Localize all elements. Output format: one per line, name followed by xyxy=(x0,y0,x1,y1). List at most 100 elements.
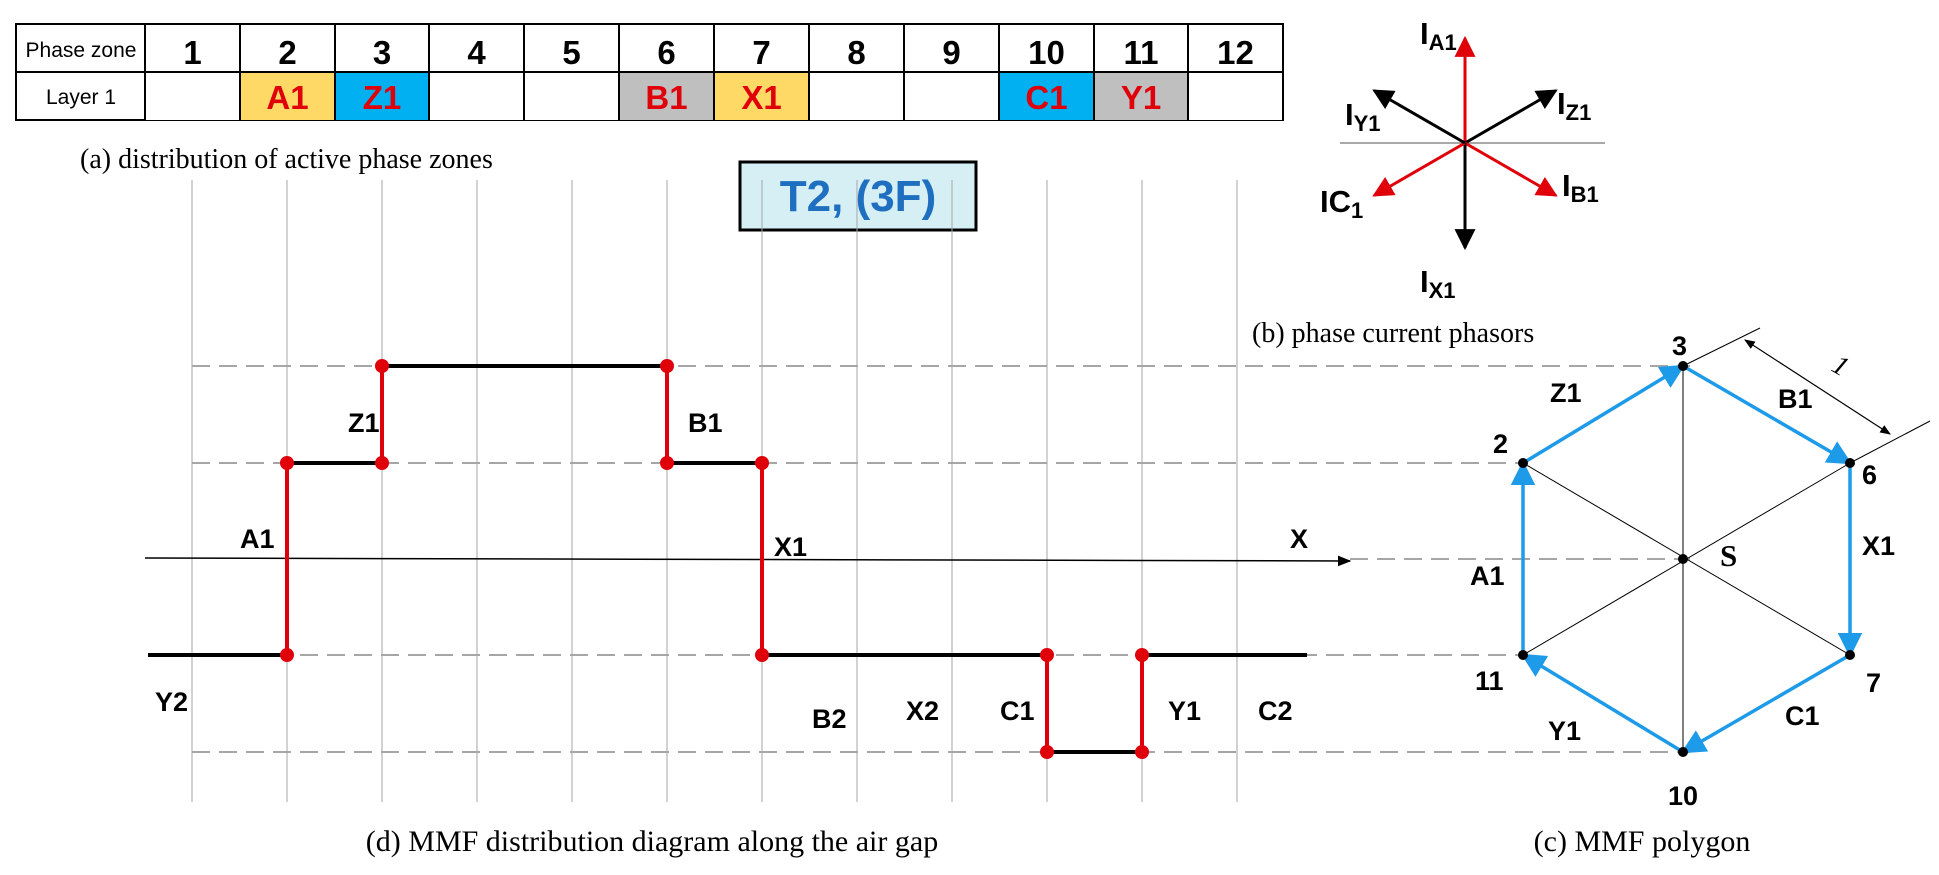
mmf-step-point xyxy=(280,648,294,662)
table-zone-number: 10 xyxy=(1028,34,1065,71)
table-cell-fill xyxy=(145,72,240,120)
phasor-arrow-b1 xyxy=(1464,141,1558,197)
dimension-line xyxy=(1744,339,1891,435)
table-zone-number: 6 xyxy=(657,34,675,71)
phasor-arrow-z1 xyxy=(1464,89,1558,145)
mmf-zone-label: C2 xyxy=(1258,696,1293,726)
mmf-zone-label: C1 xyxy=(1000,696,1035,726)
polygon-vertex-label: 3 xyxy=(1672,331,1687,361)
table-layer1-zone: C1 xyxy=(1025,79,1067,116)
polygon-edge-z1 xyxy=(1522,364,1686,465)
dimension-extension xyxy=(1682,327,1761,367)
polygon-vertex-label: 7 xyxy=(1866,668,1881,698)
phasor-label-z1: IZ1 xyxy=(1557,86,1591,125)
table-cell-fill xyxy=(1094,72,1188,120)
mmf-zone-label: Y1 xyxy=(1168,696,1201,726)
polygon-vertex xyxy=(1678,747,1688,757)
mmf-step-point xyxy=(755,456,769,470)
polygon-vertex xyxy=(1678,361,1688,371)
table-layer1-zone: A1 xyxy=(266,79,308,116)
dimension-label: 1 xyxy=(1827,349,1855,383)
polygon-edge-label: Z1 xyxy=(1550,378,1582,408)
table-layer1-zone: X1 xyxy=(741,79,781,116)
mmf-step-point xyxy=(375,359,389,373)
phasor-arrow-c1 xyxy=(1372,141,1466,197)
table-layer1-zone: Y1 xyxy=(1121,79,1161,116)
mmf-zone-label: X2 xyxy=(906,696,939,726)
table-zone-number: 9 xyxy=(942,34,960,71)
polygon-vertex xyxy=(1845,458,1855,468)
polygon-edge-label: Y1 xyxy=(1548,716,1581,746)
table-cell-fill xyxy=(335,72,429,120)
table-cell-fill xyxy=(240,72,335,120)
table-cell-fill xyxy=(714,72,809,120)
mmf-step-point xyxy=(1135,648,1149,662)
polygon-edge-label: X1 xyxy=(1862,531,1895,561)
polygon-vertex-label: 6 xyxy=(1862,460,1877,490)
phasor-label-a1: IA1 xyxy=(1420,16,1457,55)
dimension-extension xyxy=(1849,420,1931,464)
mmf-step-point xyxy=(1135,745,1149,759)
mmf-step-curve xyxy=(148,359,1307,759)
mmf-step-point xyxy=(375,456,389,470)
caption-b: (b) phase current phasors xyxy=(1252,318,1534,349)
table-cell-fill xyxy=(904,72,999,120)
polygon-center-point xyxy=(1678,554,1688,564)
mmf-zone-label: B1 xyxy=(688,408,723,438)
polygon-vertex-label: 10 xyxy=(1668,781,1698,811)
table-zone-number: 8 xyxy=(847,34,865,71)
table-cell-fill xyxy=(1188,72,1283,120)
polygon-edge-y1 xyxy=(1520,653,1684,754)
polygon-vertex-label: 2 xyxy=(1493,429,1508,459)
polygon-edge-label: C1 xyxy=(1785,701,1820,731)
caption-d: (d) MMF distribution diagram along the a… xyxy=(366,825,938,858)
polygon-vertex xyxy=(1518,650,1528,660)
mmf-step-point xyxy=(660,359,674,373)
table-cell-fill xyxy=(999,72,1094,120)
mmf-zone-label: B2 xyxy=(812,704,847,734)
table-cell-fill xyxy=(619,72,714,120)
mmf-step-point xyxy=(1040,745,1054,759)
table-zone-number: 3 xyxy=(373,34,391,71)
polygon-edge-b1 xyxy=(1682,364,1853,465)
table-layer1-zone: B1 xyxy=(645,79,687,116)
table-zone-number: 5 xyxy=(562,34,580,71)
mmf-step-point xyxy=(660,456,674,470)
polygon-center-label: S xyxy=(1720,538,1737,573)
phasor-label-b1: IB1 xyxy=(1562,168,1599,207)
table-zone-number: 2 xyxy=(278,34,296,71)
phasor-label-y1: IY1 xyxy=(1345,97,1381,136)
mmf-step-point xyxy=(1040,648,1054,662)
table-layer1-zone: Z1 xyxy=(363,79,402,116)
phasor-label-x1: IX1 xyxy=(1420,264,1456,303)
mmf-step-point xyxy=(280,456,294,470)
polygon-vertex xyxy=(1518,458,1528,468)
scheme-badge: T2, (3F) xyxy=(738,160,978,232)
phasor-arrow-y1 xyxy=(1372,89,1466,145)
mmf-zone-label: X1 xyxy=(774,532,807,562)
mmf-step-point xyxy=(755,648,769,662)
phasor-label-c1: IC1 xyxy=(1320,184,1363,223)
table-zone-number: 11 xyxy=(1124,34,1159,71)
mmf-zone-label: Z1 xyxy=(348,408,380,438)
badge-text: T2, (3F) xyxy=(780,172,936,221)
polygon-vertex xyxy=(1845,650,1855,660)
table-cell-fill xyxy=(524,72,619,120)
polygon-edge-label: A1 xyxy=(1470,561,1505,591)
badge-box xyxy=(738,160,978,232)
mmf-x-axis-label: X xyxy=(1290,524,1308,554)
polygon-vertex-label: 11 xyxy=(1475,666,1504,696)
table-cell-fill xyxy=(809,72,904,120)
mmf-x-axis xyxy=(144,555,1352,567)
table-cell-fill xyxy=(429,72,524,120)
table-zone-number: 7 xyxy=(752,34,770,71)
table-header-layer1: Layer 1 xyxy=(46,86,116,109)
polygon-edge-label: B1 xyxy=(1778,384,1813,414)
caption-c: (c) MMF polygon xyxy=(1534,825,1751,858)
mmf-zone-label: A1 xyxy=(240,524,275,554)
polygon-edge-c1 xyxy=(1680,653,1851,754)
